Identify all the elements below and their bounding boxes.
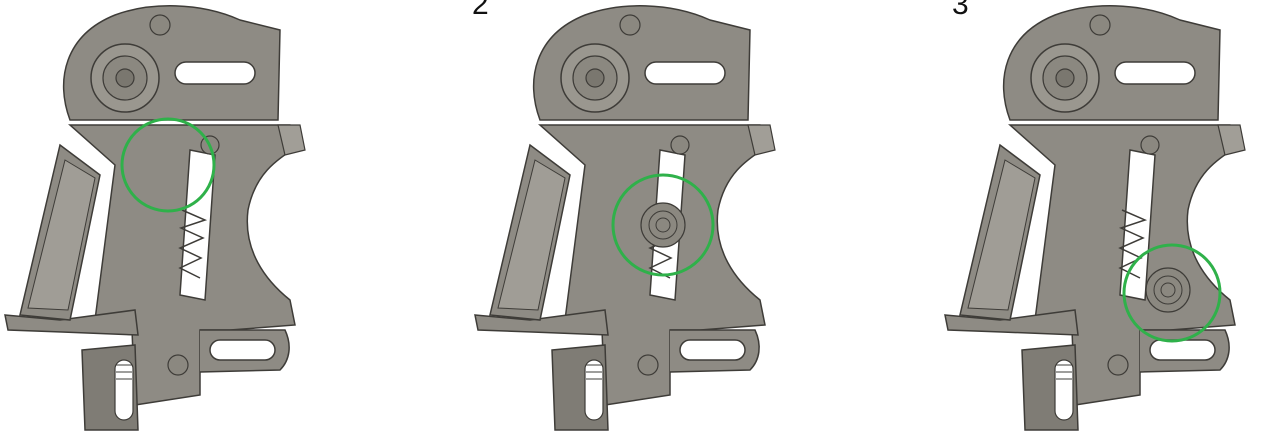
panel-3: 3 <box>940 0 1265 437</box>
mechanism-part <box>944 5 1246 431</box>
panel-1 <box>0 0 360 437</box>
step-label-2: 2 <box>472 0 489 21</box>
mechanism-drawing-1 <box>4 5 306 431</box>
highlight-ring <box>1122 243 1222 343</box>
panel-2: 2 <box>470 0 830 437</box>
mechanism-drawing-2 <box>474 5 776 431</box>
highlight-ring <box>611 173 715 277</box>
highlight-ring <box>120 117 216 213</box>
mechanism-part <box>4 5 306 431</box>
mechanism-drawing-3 <box>944 5 1246 431</box>
step-label-3: 3 <box>952 0 969 21</box>
mechanism-part <box>474 5 776 431</box>
